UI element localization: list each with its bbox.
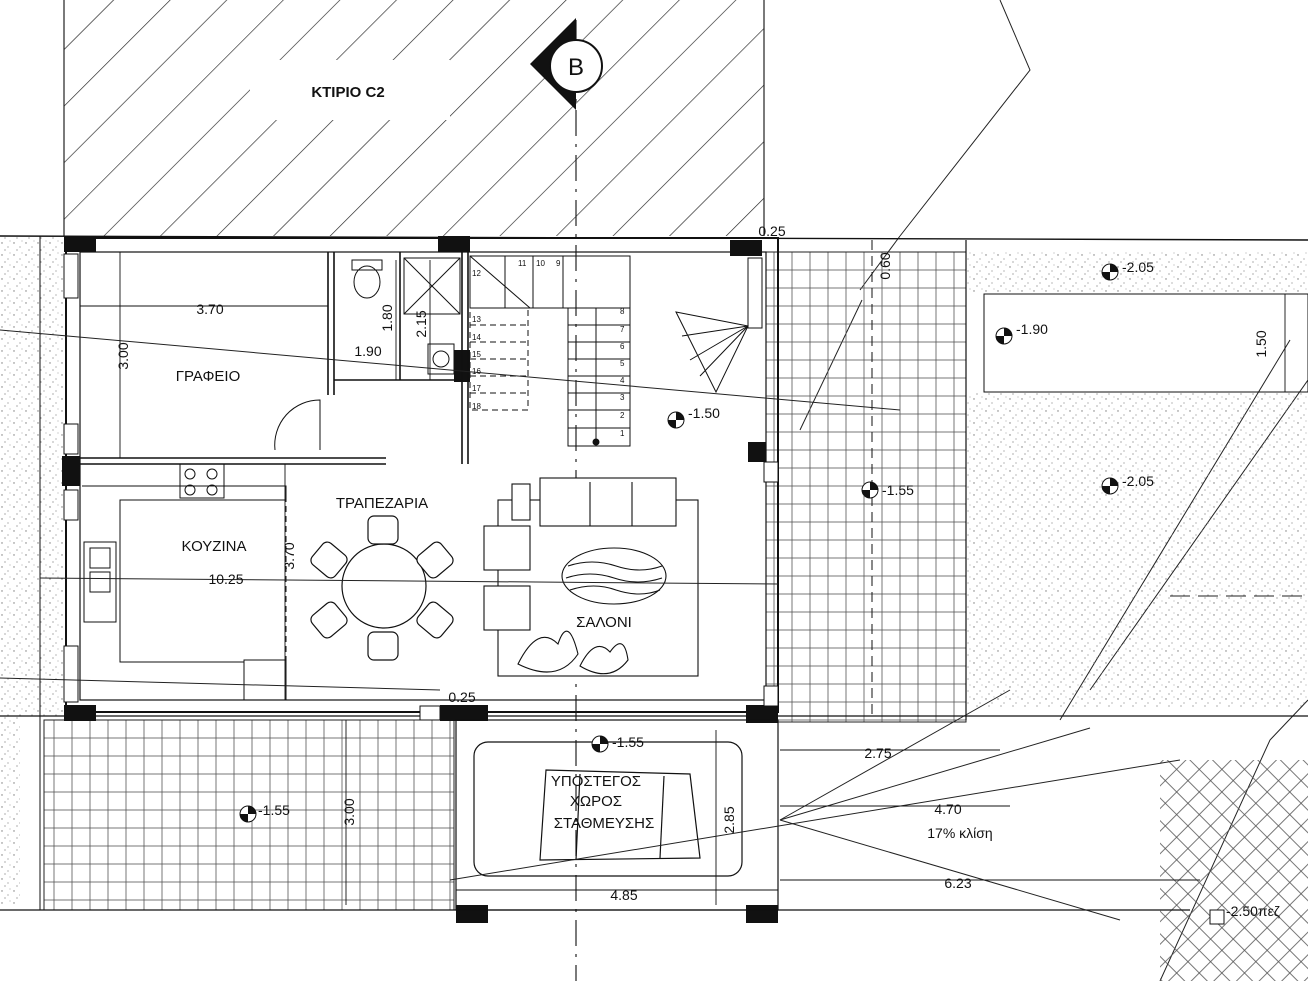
dining-table [310,515,454,661]
parking-label-2: ΧΩΡΟΣ [570,793,622,810]
building-label: ΚΤΙΡΙΟ C2 [311,84,384,101]
street-tiles [1160,760,1308,981]
dim-kitchen-depth: 3.70 [281,542,297,569]
svg-text:5: 5 [620,359,625,368]
dim-wall-top: 0.25 [758,223,785,239]
dim-ramp-b: 4.70 [934,801,961,817]
parking-label-1: ΥΠΟΣΤΕΓΟΣ [551,773,641,790]
section-marker-label: B [568,54,584,81]
dining-label: ΤΡΑΠΕΖΑΡΙΑ [336,495,428,512]
svg-text:1: 1 [620,429,625,438]
dim-ramp-c: 6.23 [944,875,971,891]
dim-patio-depth: 3.00 [341,798,357,825]
dim-garage-depth: 2.85 [721,806,737,833]
interior-walls [80,252,469,465]
kitchen-counters [82,463,287,701]
kitchen-label: ΚΟΥΖΙΝΑ [182,538,247,555]
slope-label: 17% κλίση [927,825,992,841]
level-ne-b: -1.90 [1016,321,1048,337]
svg-text:10: 10 [536,259,545,268]
parking-label-3: ΣΤΑΘΜΕΥΣΗΣ [554,815,655,832]
level-terrace: -1.55 [882,482,914,498]
svg-text:2: 2 [620,411,625,420]
windows [63,253,779,721]
svg-text:7: 7 [620,325,625,334]
dim-garage-width: 4.85 [610,887,637,903]
building-c2: ΚΤΙΡΙΟ C2 [63,0,765,236]
bathroom [351,257,461,375]
svg-text:11: 11 [518,259,527,268]
dim-wall-mid: 0.25 [448,689,475,705]
svg-text:18: 18 [472,402,481,411]
section-marker: B [530,18,603,981]
level-street: -2.50πεζ [1226,903,1280,919]
level-ne-a: -2.05 [1122,259,1154,275]
svg-text:15: 15 [472,350,481,359]
dim-east-depth: 1.50 [1253,330,1269,357]
stair-numbers: 11 10 9 12 13 14 15 16 17 18 8 7 6 5 4 3… [472,259,625,438]
staircase [469,255,631,447]
site-ref-lines [0,329,1308,921]
office-label: ΓΡΑΦΕΙΟ [176,368,241,385]
svg-text:13: 13 [472,315,481,324]
svg-text:16: 16 [472,367,481,376]
dim-house-width: 10.25 [208,571,243,587]
svg-text:6: 6 [620,342,625,351]
level-markers [239,263,1225,925]
svg-text:8: 8 [620,307,625,316]
level-stair: -1.50 [688,405,720,421]
dim-side-top: 0.60 [877,252,893,279]
office-door [274,399,321,451]
level-east: -2.05 [1122,473,1154,489]
svg-text:17: 17 [472,384,481,393]
dim-shower-depth: 2.15 [413,310,429,337]
svg-text:3: 3 [620,393,625,402]
living-furniture [483,477,699,677]
gravel-areas [0,236,1308,906]
svg-text:4: 4 [620,376,625,385]
living-label: ΣΑΛΟΝΙ [576,614,632,631]
dim-office-depth: 3.00 [115,342,131,369]
svg-text:9: 9 [556,259,561,268]
room-labels: ΓΡΑΦΕΙΟ ΤΡΑΠΕΖΑΡΙΑ ΚΟΥΖΙΝΑ ΣΑΛΟΝΙ ΥΠΟΣΤΕ… [176,368,655,832]
level-labels: -2.05 -1.90 -1.50 -1.55 -2.05 -1.55 -1.5… [258,259,1280,919]
dimension-lines [80,252,1286,905]
dim-wc-depth: 1.80 [379,304,395,331]
level-patio: -1.55 [258,802,290,818]
dim-ramp-a: 2.75 [864,745,891,761]
dim-wc-width: 1.90 [354,343,381,359]
dim-office-width: 3.70 [196,301,223,317]
svg-text:14: 14 [472,333,481,342]
level-garage: -1.55 [612,734,644,750]
svg-text:12: 12 [472,269,481,278]
fan-window [675,311,749,394]
dimension-labels: 3.70 3.00 1.90 1.80 2.15 10.25 3.70 0.25… [115,223,1269,903]
